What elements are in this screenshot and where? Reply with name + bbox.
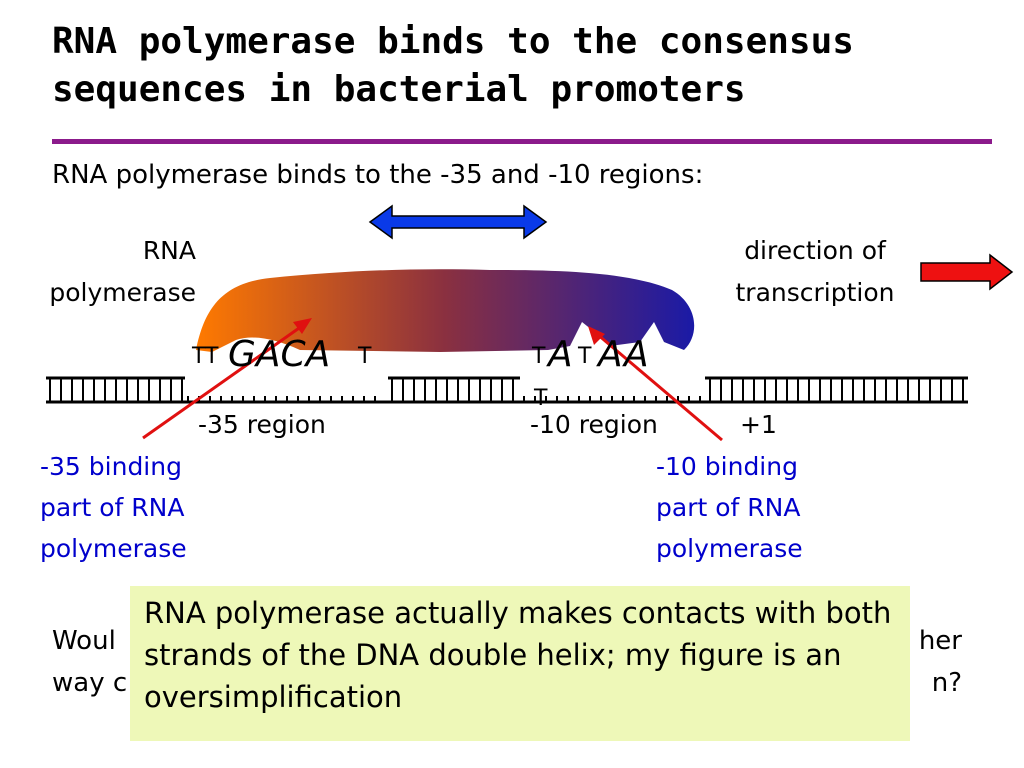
plus-one-label: +1 [740,410,777,439]
question-right-line-2: n? [931,668,962,698]
minus10-t1: T [532,344,546,369]
double-arrow-icon [368,204,548,240]
binding-10-label: -10 binding part of RNA polymerase [656,452,803,563]
note-callout: RNA polymerase actually makes contacts w… [130,586,910,741]
question-text: Woul way c her n? [52,620,962,704]
minus35-suffix: T [358,344,372,369]
dna-base-pair-rungs [49,378,964,402]
slide-title: RNA polymerase binds to the consensus se… [52,18,1012,114]
question-right: her n? [919,620,962,704]
note-text: RNA polymerase actually makes contacts w… [144,596,892,714]
transcription-direction-arrow-icon [920,253,1014,291]
question-left-line-2: way c [52,668,128,698]
minus10-t2: T [578,344,592,369]
direction-label: direction of transcription [735,236,895,307]
minus35-consensus: GACA [228,334,331,375]
rna-polymerase-shape [196,269,695,352]
subtitle: RNA polymerase binds to the -35 and -10 … [52,160,704,190]
title-line-1: RNA polymerase binds to the consensus [52,21,854,62]
question-right-line-1: her [918,626,962,656]
dna-strand [46,376,968,404]
region-35-label: -35 region [198,410,326,439]
title-divider [52,139,992,144]
rna-polymerase-label: RNA polymerase [49,236,196,307]
minus10-a2: A [598,334,623,375]
minus10-t-below: T [534,386,548,411]
minus10-a3: A [624,334,649,375]
binding-35-label: -35 binding part of RNA polymerase [40,452,187,563]
question-left-line-1: Woul [52,626,116,656]
minus35-prefix: TT [192,344,219,369]
region-10-label: -10 region [530,410,658,439]
minus10-a1: A [548,334,573,375]
pointer-arrows [142,318,723,442]
title-line-2: sequences in bacterial promoters [52,69,746,110]
